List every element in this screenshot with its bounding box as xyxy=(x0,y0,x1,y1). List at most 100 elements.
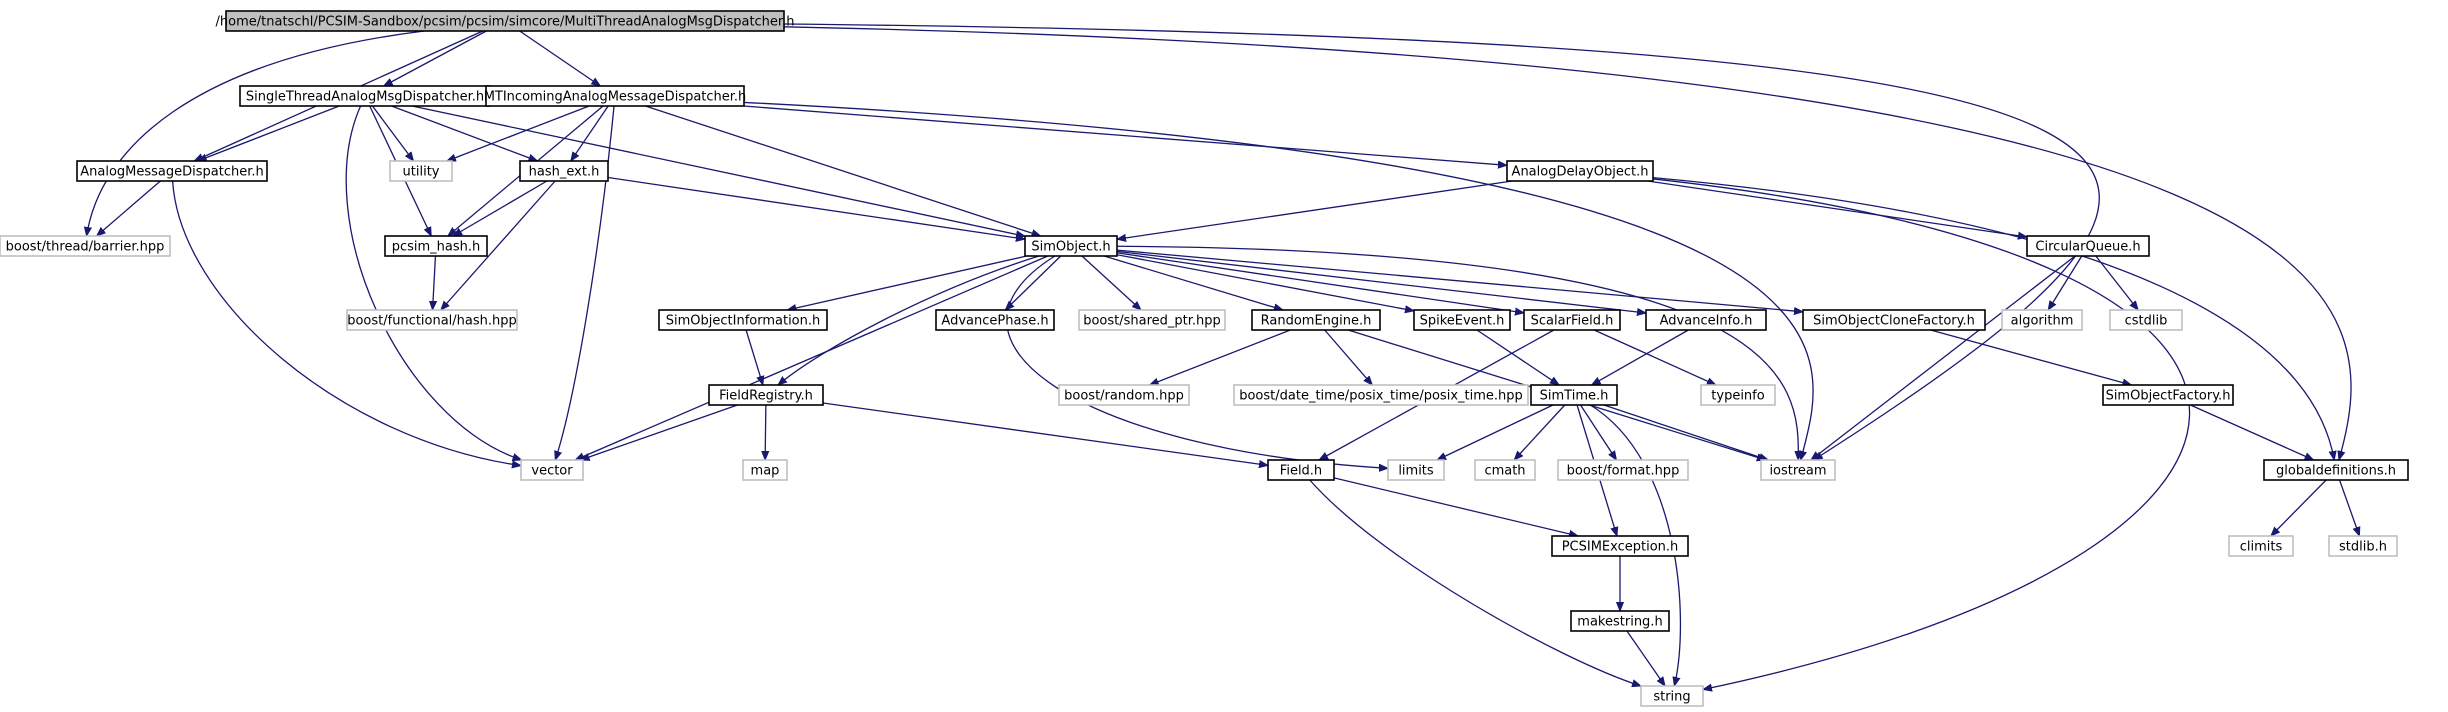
node-ado[interactable]: AnalogDelayObject.h xyxy=(1506,160,1654,182)
node-box xyxy=(1058,384,1190,406)
node-box xyxy=(1530,384,1618,406)
node-hashext[interactable]: hash_ext.h xyxy=(519,160,609,182)
node-globaldef[interactable]: globaldefinitions.h xyxy=(2263,459,2409,481)
node-label: ScalarField.h xyxy=(1531,314,1614,329)
node-label: AdvanceInfo.h xyxy=(1660,314,1753,329)
edge-simobject-to-iostream xyxy=(1116,245,1798,460)
node-utility: utility xyxy=(389,160,453,182)
edge-amd-to-barrier xyxy=(97,180,161,236)
edge-fregistry-to-field xyxy=(822,402,1268,465)
node-box xyxy=(384,235,488,257)
node-map: map xyxy=(742,459,788,481)
node-iostream: iostream xyxy=(1760,459,1836,481)
edge-root-to-iostream xyxy=(783,23,2100,460)
edge-amd-to-vector xyxy=(171,180,521,466)
edge-hashext-to-fhash xyxy=(441,180,556,310)
node-box xyxy=(1251,309,1381,331)
edge-cqueue-to-iostream xyxy=(1811,255,2076,460)
edge-spike-to-simtime xyxy=(1476,329,1559,385)
node-vector: vector xyxy=(520,459,584,481)
node-box xyxy=(0,235,171,257)
node-socf[interactable]: SimObjectCloneFactory.h xyxy=(1802,309,1986,331)
node-mtiamd[interactable]: MTIncomingAnalogMessageDispatcher.h xyxy=(484,85,747,107)
node-box xyxy=(1024,235,1118,257)
node-box xyxy=(1413,309,1511,331)
node-stamd[interactable]: SingleThreadAnalogMsgDispatcher.h xyxy=(239,85,491,107)
edge-cqueue-to-algorithm xyxy=(2048,255,2083,310)
node-root[interactable]: /home/tnatschl/PCSIM-Sandbox/pcsim/pcsim… xyxy=(216,10,795,32)
node-box xyxy=(389,160,453,182)
node-fregistry[interactable]: FieldRegistry.h xyxy=(708,384,824,406)
node-box xyxy=(1557,459,1689,481)
node-label: cstdlib xyxy=(2125,314,2168,329)
node-cstdlib: cstdlib xyxy=(2109,309,2183,331)
node-label: FieldRegistry.h xyxy=(719,389,813,404)
node-amd[interactable]: AnalogMessageDispatcher.h xyxy=(76,160,268,182)
node-label: AdvancePhase.h xyxy=(941,314,1048,329)
node-brandom: boost/random.hpp xyxy=(1058,384,1190,406)
edge-ado-to-globaldef xyxy=(1652,176,2334,460)
node-box xyxy=(1700,384,1776,406)
node-box xyxy=(1233,384,1529,406)
node-sofactory[interactable]: SimObjectFactory.h xyxy=(2102,384,2234,406)
node-label: SimObjectCloneFactory.h xyxy=(1813,314,1975,329)
node-makestring[interactable]: makestring.h xyxy=(1570,610,1670,632)
node-box xyxy=(1474,459,1536,481)
node-label: makestring.h xyxy=(1577,615,1662,630)
node-cmath: cmath xyxy=(1474,459,1536,481)
node-label: stdlib.h xyxy=(2339,540,2387,555)
node-field[interactable]: Field.h xyxy=(1267,459,1335,481)
node-spike[interactable]: SpikeEvent.h xyxy=(1413,309,1511,331)
node-box xyxy=(2228,535,2294,557)
node-label: utility xyxy=(403,165,440,180)
node-label: typeinfo xyxy=(1711,389,1764,404)
edge-simtime-to-iostream xyxy=(1603,404,1768,460)
node-box xyxy=(1523,309,1621,331)
node-box xyxy=(1802,309,1986,331)
edge-soinfo-to-fregistry xyxy=(745,329,763,385)
node-climits: climits xyxy=(2228,535,2294,557)
node-box xyxy=(1570,610,1670,632)
node-advinfo[interactable]: AdvanceInfo.h xyxy=(1645,309,1767,331)
edge-hashext-to-simobject xyxy=(607,176,1025,240)
node-bformat: boost/format.hpp xyxy=(1557,459,1689,481)
node-box xyxy=(658,309,828,331)
node-box xyxy=(519,160,609,182)
header-nodes: /home/tnatschl/PCSIM-Sandbox/pcsim/pcsim… xyxy=(0,10,2409,707)
edge-simobject-to-vector xyxy=(575,255,1049,461)
edge-sfield-to-typeinfo xyxy=(1593,329,1716,386)
node-box xyxy=(346,309,518,331)
node-label: SimObjectInformation.h xyxy=(666,314,821,329)
node-box xyxy=(1506,160,1654,182)
node-pcsimhash[interactable]: pcsim_hash.h xyxy=(384,235,488,257)
node-label: boost/format.hpp xyxy=(1567,464,1680,479)
edge-simobject-to-socf xyxy=(1116,249,1803,312)
node-simobject[interactable]: SimObject.h xyxy=(1024,235,1118,257)
edge-hashext-to-pcsimhash xyxy=(453,180,548,236)
node-box xyxy=(520,459,584,481)
node-label: vector xyxy=(531,464,573,479)
node-box xyxy=(2001,309,2083,331)
node-box xyxy=(1387,459,1445,481)
node-box xyxy=(1267,459,1335,481)
node-soinfo[interactable]: SimObjectInformation.h xyxy=(658,309,828,331)
node-label: SimTime.h xyxy=(1540,389,1609,404)
node-cqueue[interactable]: CircularQueue.h xyxy=(2026,235,2150,257)
node-box xyxy=(1760,459,1836,481)
edge-cqueue-to-cstdlib xyxy=(2095,255,2138,310)
edge-socf-to-sofactory xyxy=(1930,329,2132,385)
node-pcsimexc[interactable]: PCSIMException.h xyxy=(1551,535,1689,557)
node-box xyxy=(76,160,268,182)
node-simtime[interactable]: SimTime.h xyxy=(1530,384,1618,406)
node-rengine[interactable]: RandomEngine.h xyxy=(1251,309,1381,331)
edge-stamd-to-simobject xyxy=(411,105,1025,236)
node-sfield[interactable]: ScalarField.h xyxy=(1523,309,1621,331)
edge-simtime-to-limits xyxy=(1437,404,1554,461)
edge-makestring-to-string xyxy=(1626,630,1665,686)
dependency-edges xyxy=(87,23,2360,690)
node-posixtime: boost/date_time/posix_time/posix_time.hp… xyxy=(1233,384,1529,406)
edge-simobject-to-limits xyxy=(1006,255,1388,468)
node-box xyxy=(2109,309,2183,331)
edge-ado-to-cqueue xyxy=(1647,180,2027,237)
node-advphase[interactable]: AdvancePhase.h xyxy=(935,309,1055,331)
